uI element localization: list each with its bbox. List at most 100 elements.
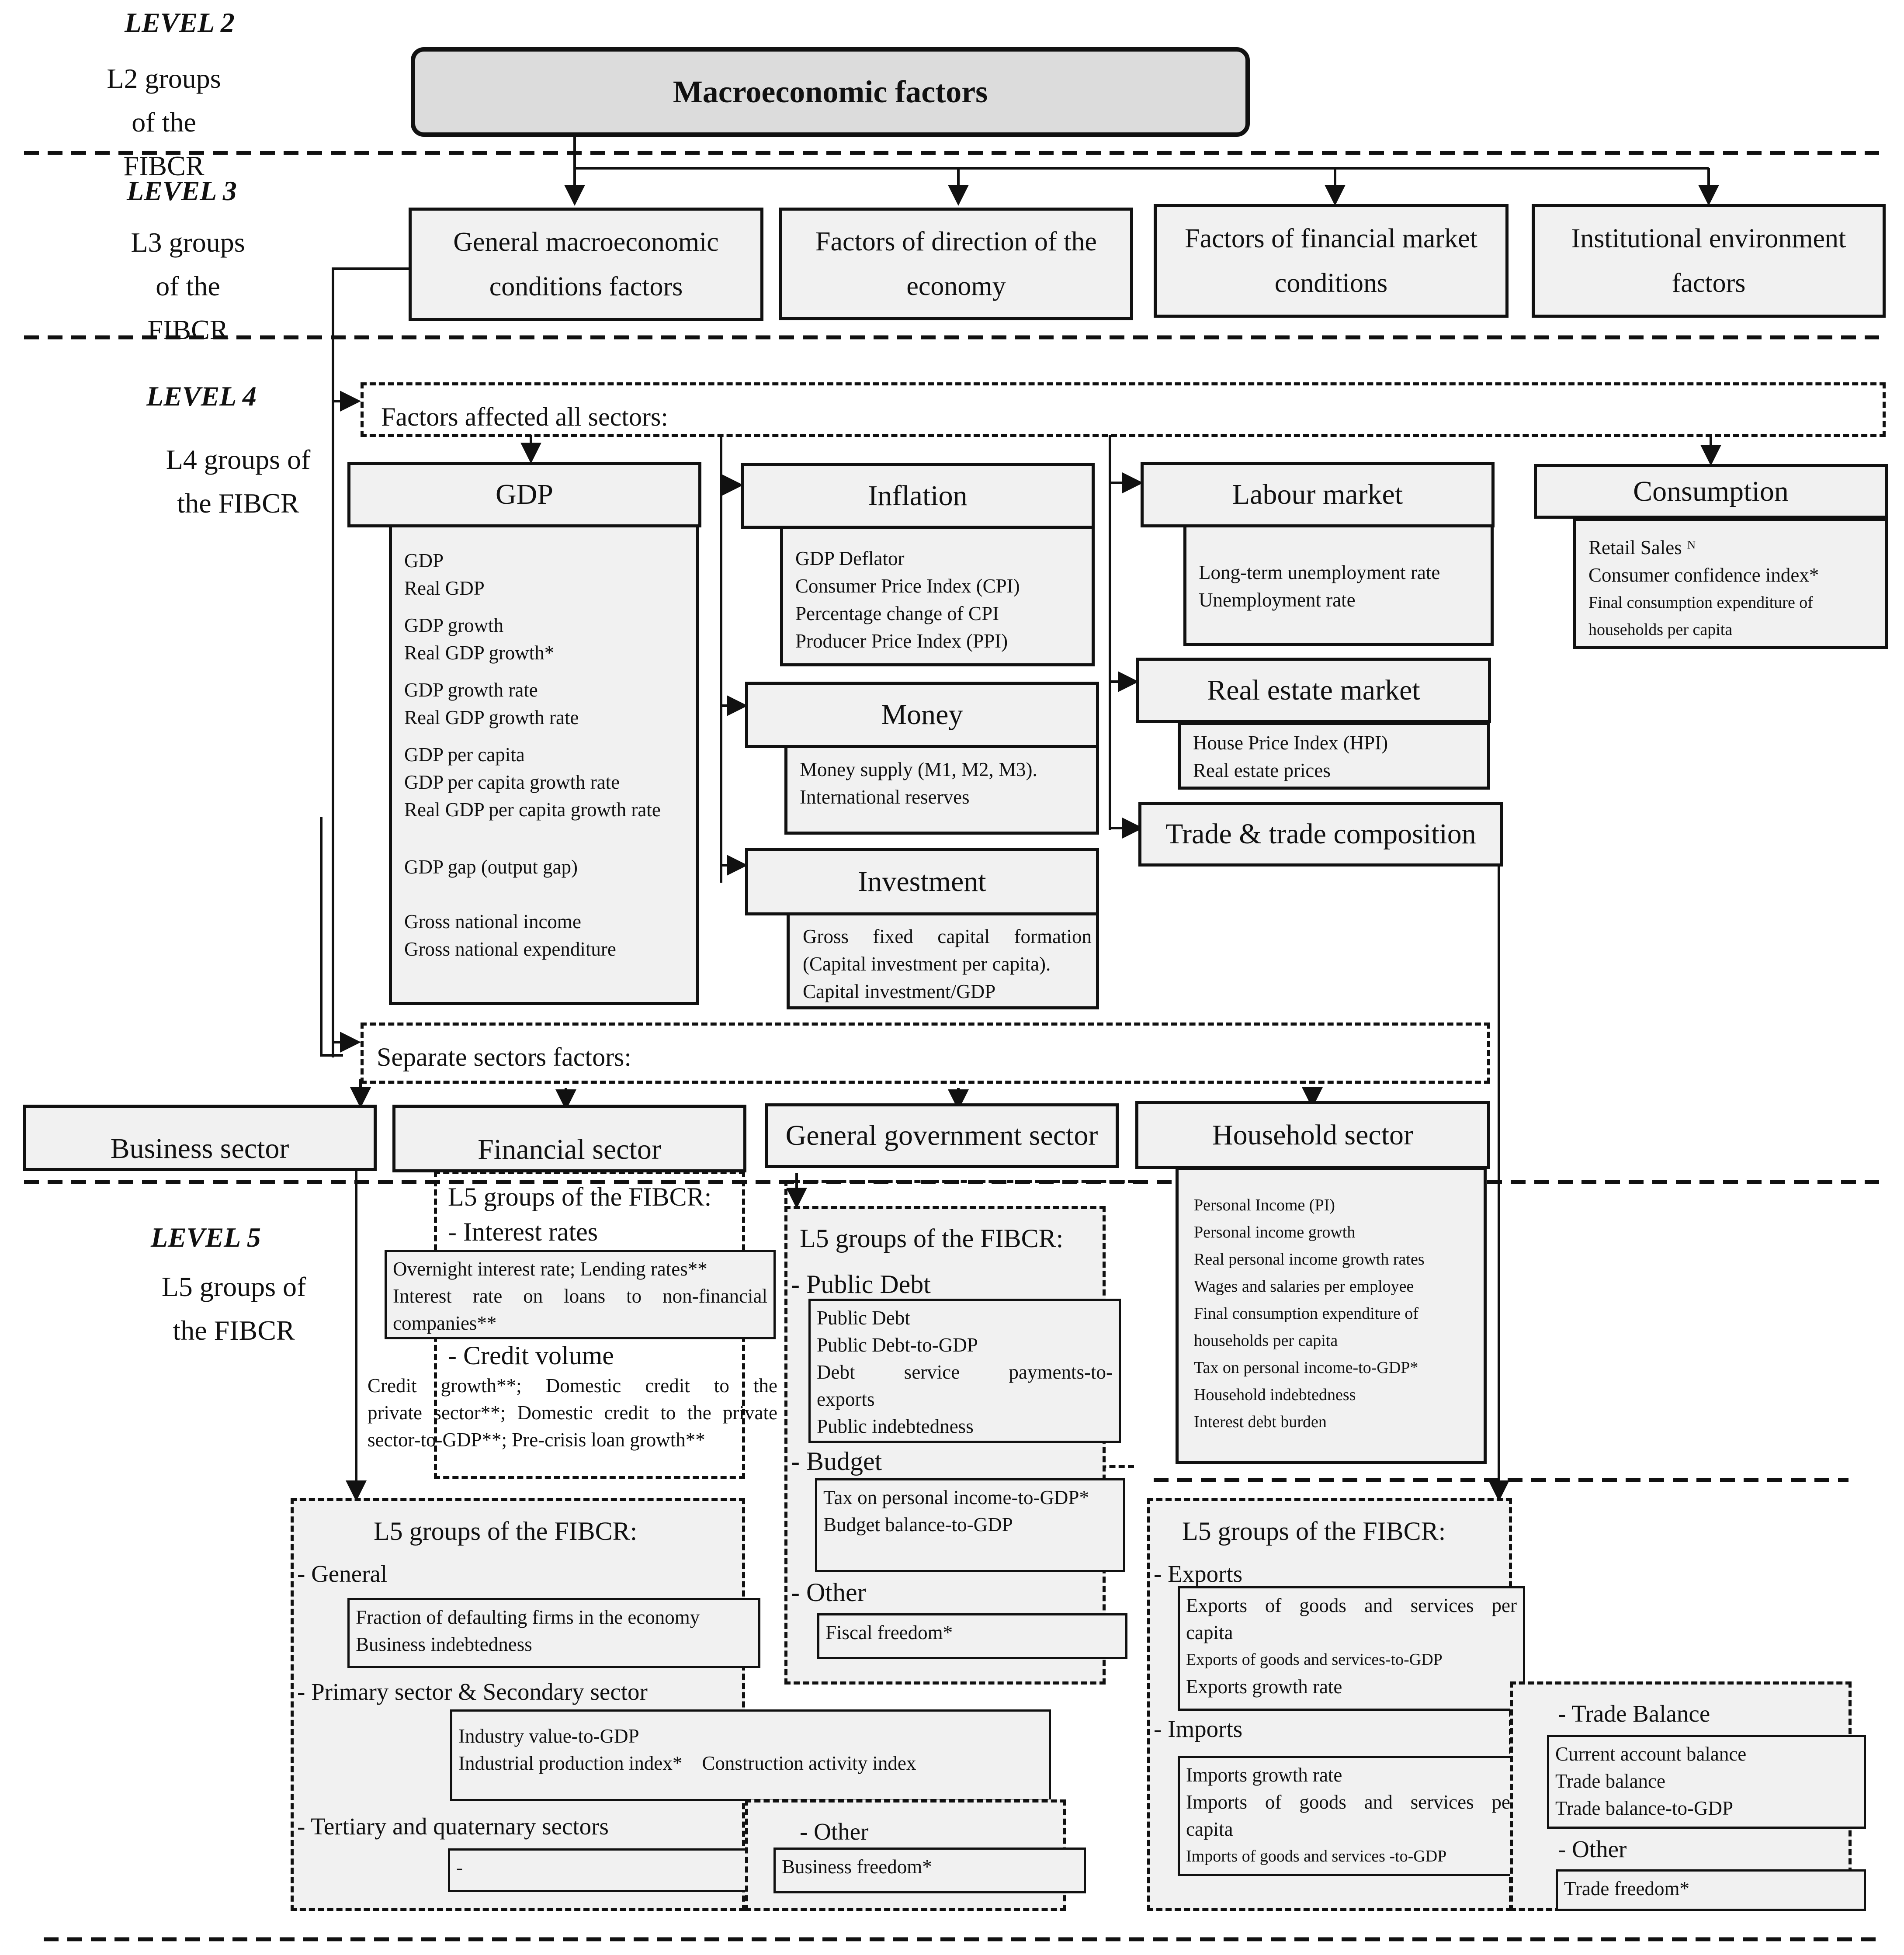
primary-secondary-box: Industry value-to-GDP Industrial product… xyxy=(450,1709,1051,1801)
level-5-sub: L5 groups of the FIBCR xyxy=(161,1271,306,1346)
level-4-sub: L4 groups of the FIBCR xyxy=(166,444,311,519)
trade-l5-heading: L5 groups of the FIBCR: xyxy=(1182,1517,1446,1546)
imports-item: capita xyxy=(1186,1818,1233,1840)
government-other-label: - Other xyxy=(791,1578,866,1607)
imports-item: Imports of goods and services per xyxy=(1186,1791,1517,1813)
credit-volume-item: sector-to-GDP**; Pre-crisis loan growth*… xyxy=(368,1429,705,1451)
gdp-item: Gross national income xyxy=(404,911,581,932)
budget-item: Tax on personal income-to-GDP* xyxy=(823,1487,1089,1508)
government-l5-container xyxy=(784,1206,1106,1685)
all-sectors-box: Factors affected all sectors: xyxy=(361,382,1886,437)
consumption-item: Final consumption expenditure of xyxy=(1588,593,1813,612)
gdp-item: Real GDP growth rate xyxy=(404,707,579,728)
inflation-item: Producer Price Index (PPI) xyxy=(795,630,1008,652)
trade-freedom-box: Trade freedom* xyxy=(1556,1869,1866,1911)
gdp-item: GDP xyxy=(404,550,444,572)
level-3-sub: L3 groups of the FIBCR xyxy=(131,227,245,345)
government-l5-heading: L5 groups of the FIBCR: xyxy=(800,1224,1064,1253)
labour-list-box: Long-term unemployment rate Unemployment… xyxy=(1183,524,1494,646)
exports-item: Exports of goods and services-to-GDP xyxy=(1186,1650,1443,1669)
budget-box: Tax on personal income-to-GDP* Budget ba… xyxy=(815,1478,1125,1572)
l3-financial-market: Factors of financial market conditions xyxy=(1154,204,1509,318)
trade-other-label: - Other xyxy=(1558,1836,1627,1862)
trade-balance-item: Trade balance-to-GDP xyxy=(1555,1797,1733,1819)
household-item: Personal income growth xyxy=(1194,1223,1356,1241)
consumption-item: Retail Sales ᴺ xyxy=(1588,537,1696,558)
investment-item: Capital investment/GDP xyxy=(803,981,996,1002)
public-debt-item: Public Debt xyxy=(817,1307,910,1329)
gdp-item: GDP per capita xyxy=(404,744,525,766)
level-2-label: LEVEL 2 xyxy=(125,7,235,38)
business-sector-box: Business sector xyxy=(23,1105,377,1171)
business-other-label: - Other xyxy=(800,1818,869,1845)
credit-volume-item: private sector**; Domestic credit to the… xyxy=(368,1402,777,1424)
credit-volume-item: Credit growth**; Domestic credit to the xyxy=(368,1375,777,1397)
level-2-sub: L2 groups of the FIBCR xyxy=(107,63,221,181)
level-3-label: LEVEL 3 xyxy=(127,175,237,206)
financial-l5-heading: L5 groups of the FIBCR: xyxy=(448,1182,712,1211)
household-list-box: Personal Income (PI) Personal income gro… xyxy=(1176,1167,1487,1464)
household-item: Wages and salaries per employee xyxy=(1194,1277,1414,1296)
exports-item: capita xyxy=(1186,1622,1233,1643)
public-debt-item: Debt service payments-to- xyxy=(817,1361,1113,1383)
public-debt-box: Public Debt Public Debt-to-GDP Debt serv… xyxy=(808,1299,1121,1443)
real-estate-item: Real estate prices xyxy=(1193,759,1331,781)
tertiary-box: - xyxy=(448,1848,758,1892)
interest-rate-item: companies** xyxy=(393,1312,497,1334)
gdp-title: GDP xyxy=(347,462,701,527)
consumption-list-box: Retail Sales ᴺ Consumer confidence index… xyxy=(1573,518,1888,649)
credit-volume-label: - Credit volume xyxy=(448,1341,614,1370)
exports-item: Exports of goods and services per xyxy=(1186,1595,1517,1616)
consumption-item: Consumer confidence index* xyxy=(1588,564,1819,586)
tertiary-label: - Tertiary and quaternary sectors xyxy=(297,1813,609,1840)
business-freedom-item: Business freedom* xyxy=(782,1856,932,1878)
imports-label: - Imports xyxy=(1154,1716,1243,1742)
trade-balance-item: Current account balance xyxy=(1555,1743,1747,1765)
trade-balance-item: Trade balance xyxy=(1555,1770,1665,1792)
primary-item: Industrial production index* Constructio… xyxy=(458,1752,916,1774)
investment-item: Gross fixed capital formation xyxy=(803,926,1092,947)
budget-item: Budget balance-to-GDP xyxy=(823,1514,1013,1536)
investment-item: (Capital investment per capita). xyxy=(803,953,1051,975)
gdp-item: Real GDP growth* xyxy=(404,642,555,664)
business-l5-heading: L5 groups of the FIBCR: xyxy=(374,1517,638,1546)
business-general-box: Fraction of defaulting firms in the econ… xyxy=(347,1598,760,1668)
trade-freedom-item: Trade freedom* xyxy=(1564,1878,1690,1900)
household-item: Interest debt burden xyxy=(1194,1413,1327,1431)
gdp-item: GDP gap (output gap) xyxy=(404,856,578,878)
interest-rate-item: Overnight interest rate; Lending rates** xyxy=(393,1258,707,1280)
household-item: households per capita xyxy=(1194,1331,1338,1350)
business-general-item: Fraction of defaulting firms in the econ… xyxy=(356,1606,700,1628)
real-estate-item: House Price Index (HPI) xyxy=(1193,732,1388,754)
gdp-item: GDP growth xyxy=(404,614,504,636)
household-item: Personal Income (PI) xyxy=(1194,1196,1335,1214)
budget-label: - Budget xyxy=(791,1447,882,1476)
household-sector-box: Household sector xyxy=(1135,1101,1490,1169)
primary-secondary-label: - Primary sector & Secondary sector xyxy=(297,1678,648,1705)
gdp-item: Real GDP xyxy=(404,577,485,599)
consumption-item: households per capita xyxy=(1588,620,1733,639)
money-item: Money supply (M1, M2, M3). xyxy=(800,759,1037,780)
inflation-list-box: GDP Deflator Consumer Price Index (CPI) … xyxy=(780,524,1095,666)
real-estate-list-box: House Price Index (HPI) Real estate pric… xyxy=(1178,722,1490,790)
inflation-item: Consumer Price Index (CPI) xyxy=(795,575,1020,597)
business-general-item: Business indebtedness xyxy=(356,1633,532,1655)
real-estate-title: Real estate market xyxy=(1136,658,1491,723)
exports-label: - Exports xyxy=(1154,1560,1243,1587)
public-debt-label: - Public Debt xyxy=(791,1270,931,1299)
business-general-label: - General xyxy=(297,1560,388,1587)
interest-rates-label: - Interest rates xyxy=(448,1217,598,1246)
root-macroeconomic-factors: Macroeconomic factors xyxy=(411,47,1250,137)
imports-box: Imports growth rate Imports of goods and… xyxy=(1178,1756,1525,1876)
inflation-item: Percentage change of CPI xyxy=(795,603,999,624)
labour-item: Long-term unemployment rate xyxy=(1199,562,1440,583)
primary-item: Industry value-to-GDP xyxy=(458,1725,639,1747)
financial-sector-box: Financial sector xyxy=(392,1105,746,1172)
government-sector-box: General government sector xyxy=(765,1103,1119,1168)
imports-item: Imports of goods and services -to-GDP xyxy=(1186,1847,1447,1865)
l3-general-conditions: General macroeconomic conditions factors xyxy=(409,208,763,321)
household-item: Final consumption expenditure of xyxy=(1194,1304,1418,1323)
business-l5-container xyxy=(291,1498,745,1911)
money-list-box: Money supply (M1, M2, M3). International… xyxy=(784,745,1099,835)
household-item: Household indebtedness xyxy=(1194,1386,1356,1404)
